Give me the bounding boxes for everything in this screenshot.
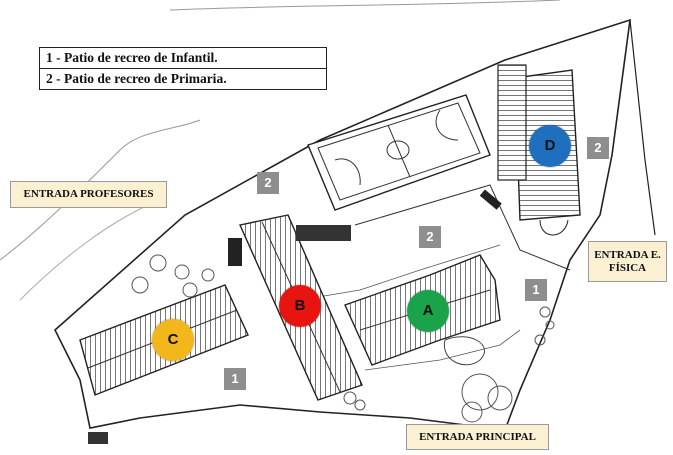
entrance-principal-label: ENTRADA PRINCIPAL — [406, 424, 549, 450]
terrain-curve-left2 — [19, 199, 161, 301]
building-c-marker: C — [152, 319, 194, 361]
dark-block-3 — [479, 189, 502, 210]
trees-left — [131, 254, 215, 298]
zone-infantil-marker: 1 — [224, 368, 246, 390]
building-d-annex — [497, 64, 527, 181]
zone-primaria-marker: 2 — [419, 226, 441, 248]
garden-circle — [443, 336, 486, 366]
trees-right — [343, 306, 555, 423]
entrance-profesores-label: ENTRADA PROFESORES — [10, 181, 167, 208]
legend-item-primaria: 2 - Patio de recreo de Primaria. — [40, 68, 326, 89]
building-b-marker: B — [279, 285, 321, 327]
site-boundary — [54, 18, 631, 431]
terrain-curve-top — [169, 0, 561, 11]
dark-block-2 — [296, 225, 351, 241]
zone-primaria-marker: 2 — [587, 137, 609, 159]
basketball-court — [307, 94, 491, 211]
entrance-fisica-label: ENTRADA E. FÍSICA — [588, 241, 667, 282]
dark-block-4 — [88, 432, 108, 444]
building-d-marker: D — [529, 125, 571, 167]
legend-box: 1 - Patio de recreo de Infantil. 2 - Pat… — [39, 47, 327, 90]
terrain-curve-left — [0, 119, 201, 261]
inner-path-1 — [354, 184, 571, 271]
dark-block-1 — [228, 238, 242, 266]
zone-primaria-marker: 2 — [257, 172, 279, 194]
building-d-apse — [539, 219, 569, 236]
right-edge-line — [629, 19, 656, 236]
inner-path-2 — [299, 244, 501, 301]
building-a-marker: A — [407, 290, 449, 332]
inner-path-3 — [364, 329, 521, 371]
legend-item-infantil: 1 - Patio de recreo de Infantil. — [46, 50, 218, 65]
zone-infantil-marker: 1 — [525, 279, 547, 301]
